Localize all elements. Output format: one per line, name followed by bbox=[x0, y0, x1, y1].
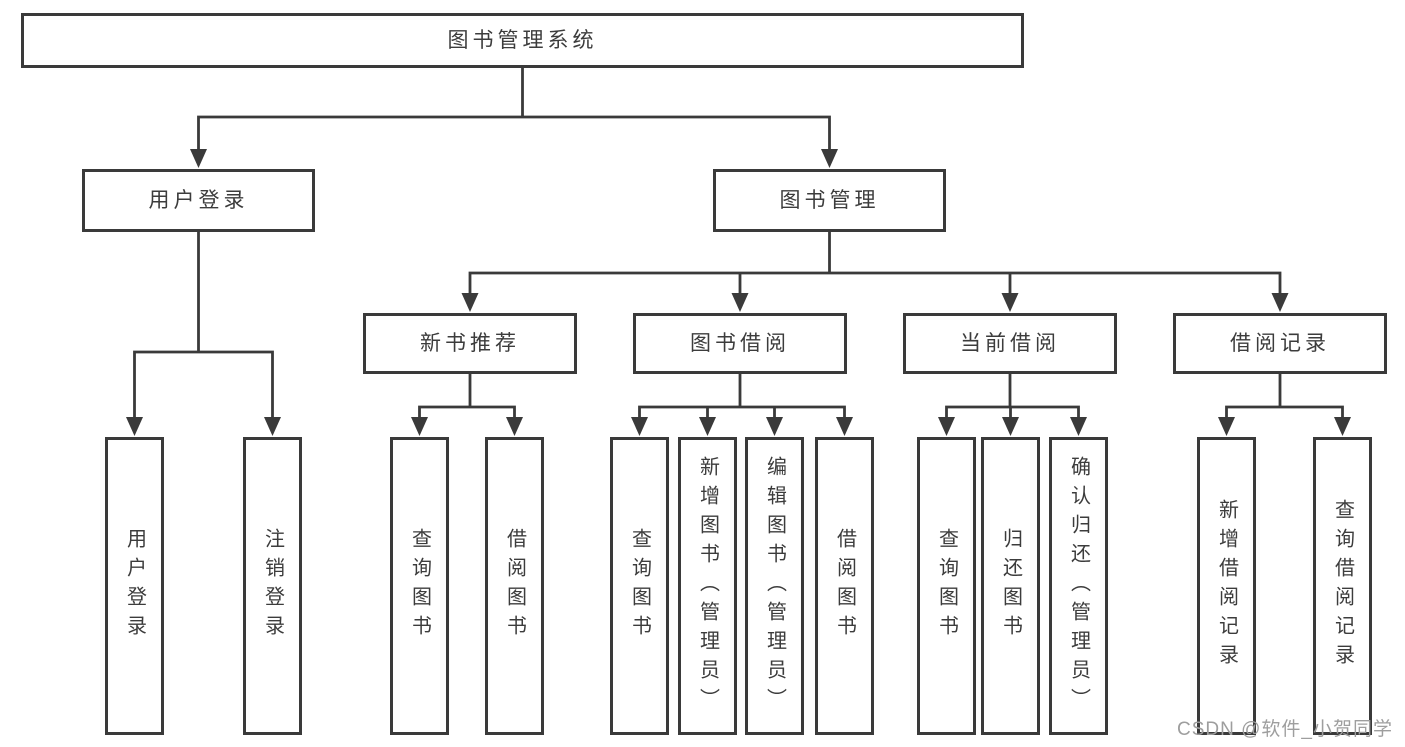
node-user-login: 用户登录 bbox=[82, 169, 315, 232]
node-borrow-records: 借阅记录 bbox=[1173, 313, 1387, 374]
arrow-icon bbox=[836, 417, 853, 436]
leaf-return-books: 归还图书 bbox=[981, 437, 1040, 735]
connector-records-rail bbox=[1225, 405, 1344, 419]
arrowheads bbox=[126, 149, 1351, 436]
leaf-borrow-books-newbook: 借阅图书 bbox=[485, 437, 544, 735]
leaf-add-books-admin: 新增图书（管理员） bbox=[678, 437, 737, 735]
leaf-edit-books-admin: 编辑图书（管理员） bbox=[745, 437, 804, 735]
arrow-icon bbox=[190, 149, 207, 168]
connector-borrow-rail bbox=[638, 405, 846, 419]
node-book-borrow-label: 图书借阅 bbox=[690, 332, 790, 355]
leaf-borrow-books-newbook-label: 借阅图书 bbox=[503, 528, 526, 644]
connector-level3-stems bbox=[738, 273, 1012, 296]
leaf-add-books-admin-label: 新增图书（管理员） bbox=[696, 455, 719, 717]
connector-newbook-rail bbox=[418, 405, 516, 419]
connector-level3-rail bbox=[468, 271, 1282, 296]
node-root: 图书管理系统 bbox=[21, 13, 1024, 68]
arrow-icon bbox=[766, 417, 783, 436]
leaf-query-books-borrow: 查询图书 bbox=[610, 437, 669, 735]
leaf-user-login: 用户登录 bbox=[105, 437, 164, 735]
leaf-logout-login-label: 注销登录 bbox=[261, 528, 284, 644]
connector-user-rail bbox=[133, 350, 274, 419]
arrow-icon bbox=[126, 417, 143, 436]
node-borrow-records-label: 借阅记录 bbox=[1230, 332, 1330, 355]
leaf-query-borrow-record: 查询借阅记录 bbox=[1313, 437, 1372, 735]
leaf-query-borrow-record-label: 查询借阅记录 bbox=[1331, 499, 1354, 673]
node-book-management-label: 图书管理 bbox=[779, 189, 880, 212]
leaf-logout-login: 注销登录 bbox=[243, 437, 302, 735]
arrow-icon bbox=[1001, 293, 1019, 312]
arrow-icon bbox=[821, 149, 838, 168]
connector-level2-rail bbox=[197, 115, 831, 151]
arrow-icon bbox=[938, 417, 955, 436]
leaf-add-borrow-record-label: 新增借阅记录 bbox=[1215, 499, 1238, 673]
node-user-login-label: 用户登录 bbox=[148, 189, 249, 212]
leaf-query-books-current-label: 查询图书 bbox=[935, 528, 958, 644]
arrow-icon bbox=[1070, 417, 1087, 436]
arrow-icon bbox=[506, 417, 523, 436]
arrow-icon bbox=[411, 417, 428, 436]
arrow-icon bbox=[1271, 293, 1289, 312]
leaf-return-books-label: 归还图书 bbox=[999, 528, 1022, 644]
leaf-query-books-newbook-label: 查询图书 bbox=[408, 528, 431, 644]
arrow-icon bbox=[1218, 417, 1235, 436]
connector-borrow-stems bbox=[706, 407, 776, 419]
node-new-book-recommend: 新书推荐 bbox=[363, 313, 577, 374]
arrow-icon bbox=[699, 417, 716, 436]
arrow-icon bbox=[1002, 417, 1019, 436]
node-new-book-recommend-label: 新书推荐 bbox=[420, 332, 520, 355]
arrow-icon bbox=[731, 293, 749, 312]
leaf-add-borrow-record: 新增借阅记录 bbox=[1197, 437, 1256, 735]
arrow-icon bbox=[461, 293, 479, 312]
leaf-confirm-return-admin: 确认归还（管理员） bbox=[1049, 437, 1108, 735]
leaf-user-login-label: 用户登录 bbox=[123, 528, 146, 644]
leaf-edit-books-admin-label: 编辑图书（管理员） bbox=[763, 455, 786, 717]
leaf-query-books-current: 查询图书 bbox=[917, 437, 976, 735]
node-book-borrow: 图书借阅 bbox=[633, 313, 847, 374]
node-root-label: 图书管理系统 bbox=[447, 29, 598, 52]
node-book-management: 图书管理 bbox=[713, 169, 946, 232]
leaf-borrow-books-borrow: 借阅图书 bbox=[815, 437, 874, 735]
leaf-borrow-books-borrow-label: 借阅图书 bbox=[833, 528, 856, 644]
leaf-query-books-newbook: 查询图书 bbox=[390, 437, 449, 735]
leaf-confirm-return-admin-label: 确认归还（管理员） bbox=[1067, 455, 1090, 717]
leaf-query-books-borrow-label: 查询图书 bbox=[628, 528, 651, 644]
node-current-borrow-label: 当前借阅 bbox=[960, 332, 1060, 355]
arrow-icon bbox=[1334, 417, 1351, 436]
arrow-icon bbox=[264, 417, 281, 436]
watermark-text: CSDN @软件_小贺同学 bbox=[1177, 719, 1393, 740]
connector-current-rail bbox=[945, 405, 1080, 419]
arrow-icon bbox=[631, 417, 648, 436]
node-current-borrow: 当前借阅 bbox=[903, 313, 1117, 374]
